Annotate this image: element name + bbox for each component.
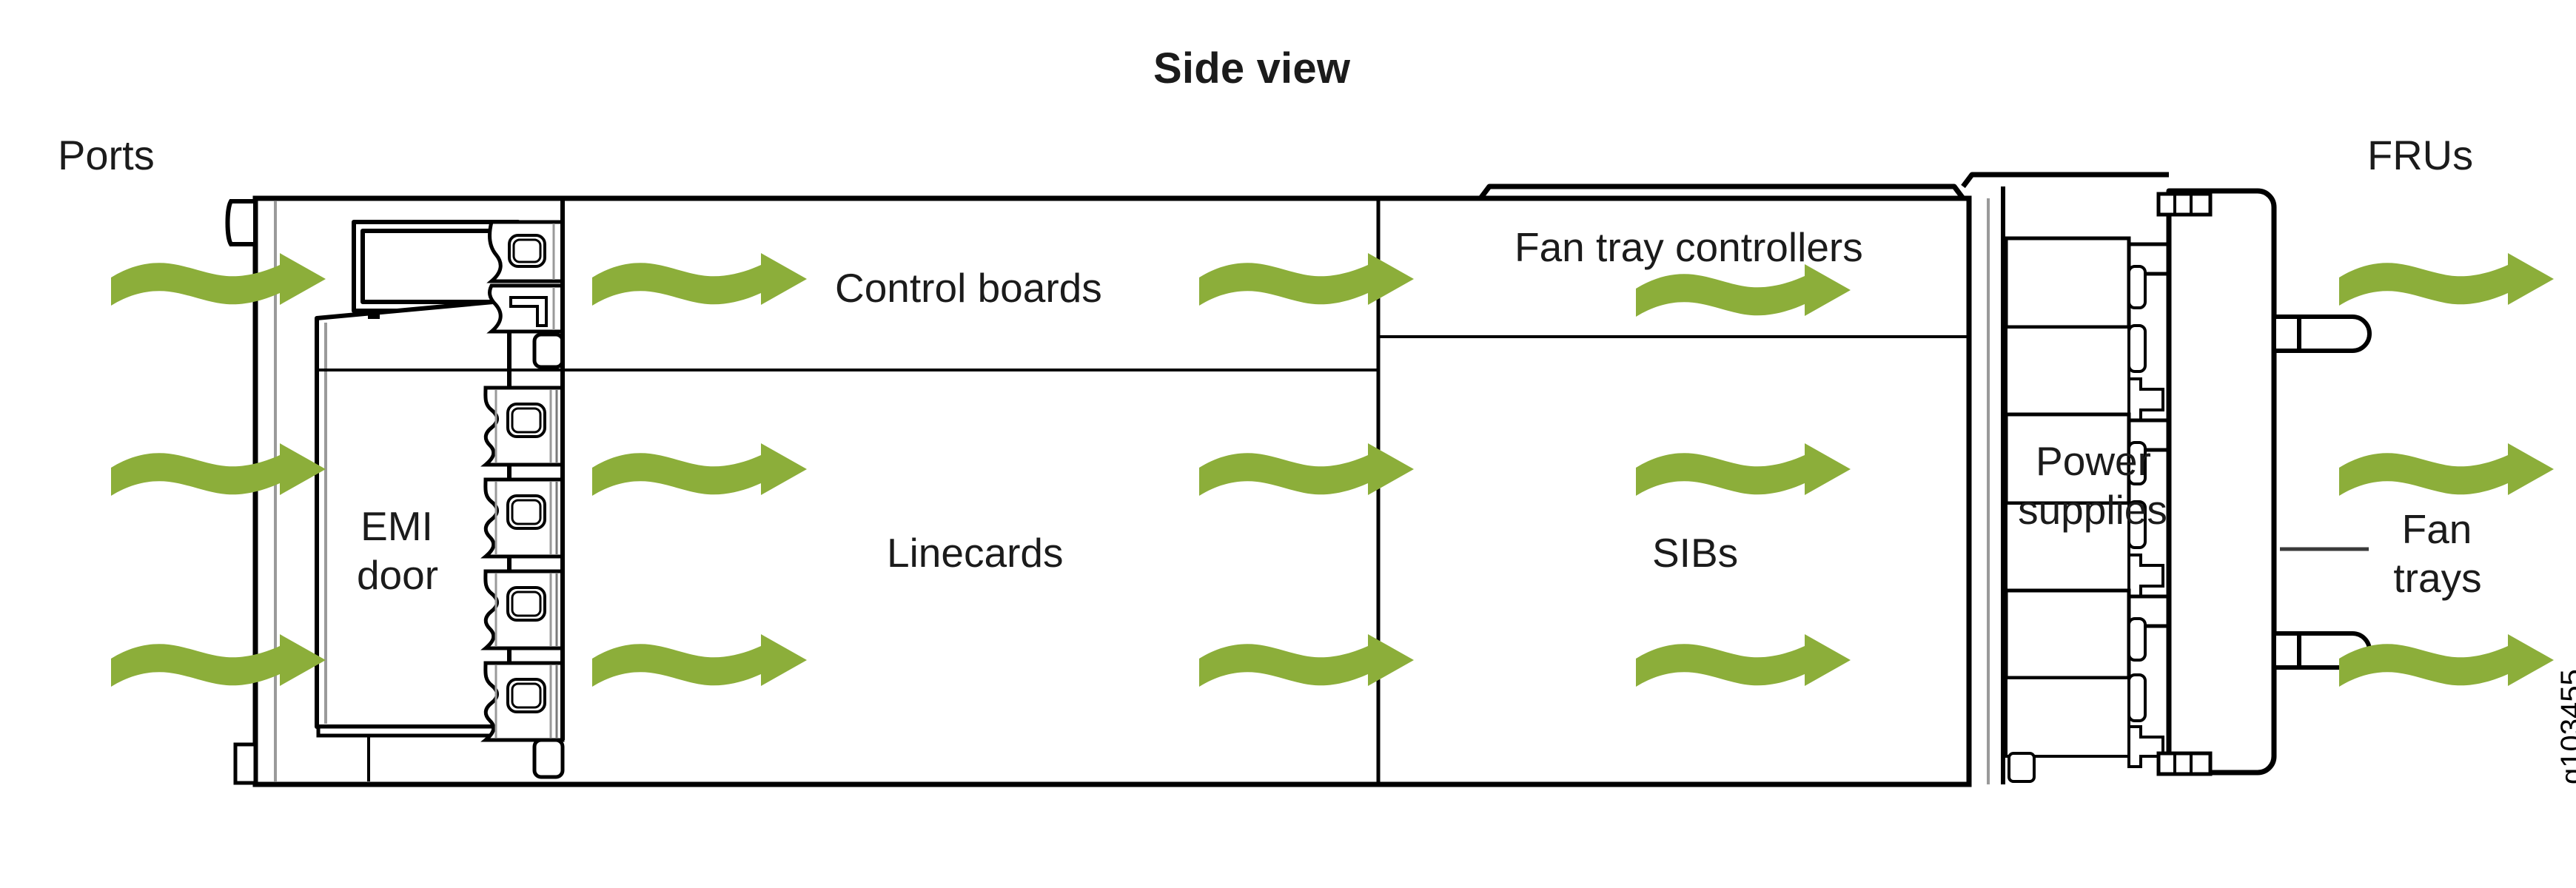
label-fan-trays-line2: trays — [2393, 555, 2482, 601]
fan-tray-mounting-ears — [2156, 192, 2213, 776]
label-control-boards: Control boards — [835, 265, 1102, 311]
faceplate-control-top — [486, 220, 565, 283]
label-sibs: SIBs — [1652, 530, 1739, 576]
label-ports: Ports — [58, 132, 155, 178]
chassis-outline — [225, 172, 2169, 787]
label-power-supplies-line1: Power — [2036, 438, 2151, 484]
figure-title: Side view — [1153, 44, 1351, 92]
faceplate-control-bottom — [486, 283, 565, 334]
fan-tray-handle-top — [2272, 314, 2372, 353]
label-emi-door-line1: EMI — [360, 503, 433, 549]
arrow-frus-exhaust-middle — [2339, 443, 2554, 496]
linecard-module-2 — [486, 480, 563, 556]
label-emi-door-line2: door — [356, 552, 439, 598]
power-supply-module-2 — [2004, 412, 2210, 598]
power-supply-bay — [2004, 236, 2210, 783]
label-power-supplies-line2: supplies — [2018, 487, 2167, 533]
arrow-frus-exhaust-bottom — [2339, 634, 2554, 687]
linecard-module-3 — [486, 571, 563, 648]
fan-tray-enclosure — [2156, 188, 2372, 776]
linecard-module-4 — [486, 663, 563, 740]
label-frus: FRUs — [2367, 132, 2474, 178]
label-linecards: Linecards — [887, 530, 1064, 576]
label-fan-tray-controllers: Fan tray controllers — [1515, 224, 1863, 270]
label-fan-trays-line1: Fan — [2401, 506, 2472, 552]
linecard-faceplate-column — [486, 198, 565, 779]
linecard-module-1 — [486, 388, 563, 465]
figure-id: g103455 — [2555, 669, 2576, 784]
arrow-frus-exhaust-top — [2339, 253, 2554, 306]
